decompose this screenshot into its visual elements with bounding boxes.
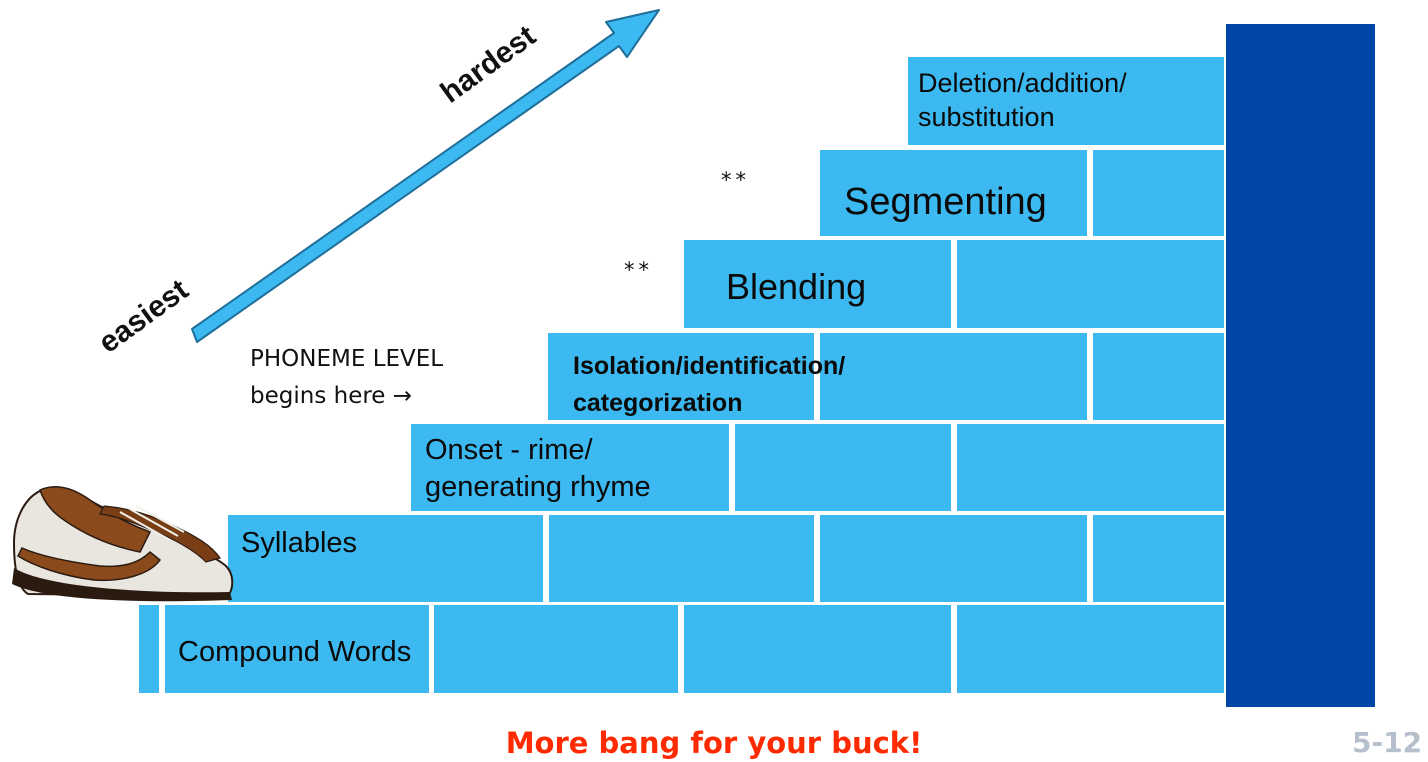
label-blending: Blending xyxy=(726,266,867,307)
brick-compound-d xyxy=(684,605,951,693)
label-deletion-line1: Deletion/addition/ xyxy=(918,68,1127,98)
brick-compound-e xyxy=(957,605,1224,693)
brick-compound-b xyxy=(165,605,429,693)
brick-onset-a xyxy=(411,424,729,511)
blending-stars: ** xyxy=(624,258,653,282)
label-deletion-line2: substitution xyxy=(918,102,1055,132)
brick-isolation-c xyxy=(1093,333,1224,420)
label-isolation-line2: categorization xyxy=(573,389,743,417)
brick-compound-a xyxy=(139,605,159,693)
phoneme-level-note: PHONEME LEVEL begins here → xyxy=(250,341,443,415)
brick-segmenting-a xyxy=(820,150,1087,236)
label-easiest: easiest xyxy=(93,273,195,360)
brick-syllables-a xyxy=(228,515,543,602)
brick-syllables-b xyxy=(549,515,814,602)
arrow-icon xyxy=(191,9,660,343)
label-onset-line1: Onset - rime/ xyxy=(425,434,593,466)
note-line1: PHONEME LEVEL xyxy=(250,346,444,372)
brick-isolation-b xyxy=(820,333,1087,420)
brick-isolation-a xyxy=(548,333,814,420)
brick-segmenting-b xyxy=(1093,150,1224,236)
note-line2: begins here → xyxy=(250,383,413,409)
label-isolation-line1: Isolation/identification/ xyxy=(573,352,846,380)
label-compound-words: Compound Words xyxy=(178,636,412,668)
shoe-icon xyxy=(12,486,234,602)
label-syllables: Syllables xyxy=(241,527,358,559)
brick-deletion-a xyxy=(908,57,1224,145)
page-number: 5-12 xyxy=(1352,726,1423,759)
wall xyxy=(1226,24,1375,707)
brick-onset-c xyxy=(957,424,1224,511)
brick-onset-b xyxy=(735,424,951,511)
segmenting-stars: ** xyxy=(721,168,750,192)
footer-tagline: More bang for your buck! xyxy=(505,726,923,760)
label-segmenting: Segmenting xyxy=(844,181,1047,223)
brick-blending-b xyxy=(957,240,1224,328)
brick-syllables-c xyxy=(820,515,1087,602)
brick-blending-a xyxy=(684,240,951,328)
label-hardest: hardest xyxy=(435,19,542,109)
brick-syllables-d xyxy=(1093,515,1224,602)
label-onset-line2: generating rhyme xyxy=(425,471,651,503)
brick-compound-c xyxy=(434,605,678,693)
